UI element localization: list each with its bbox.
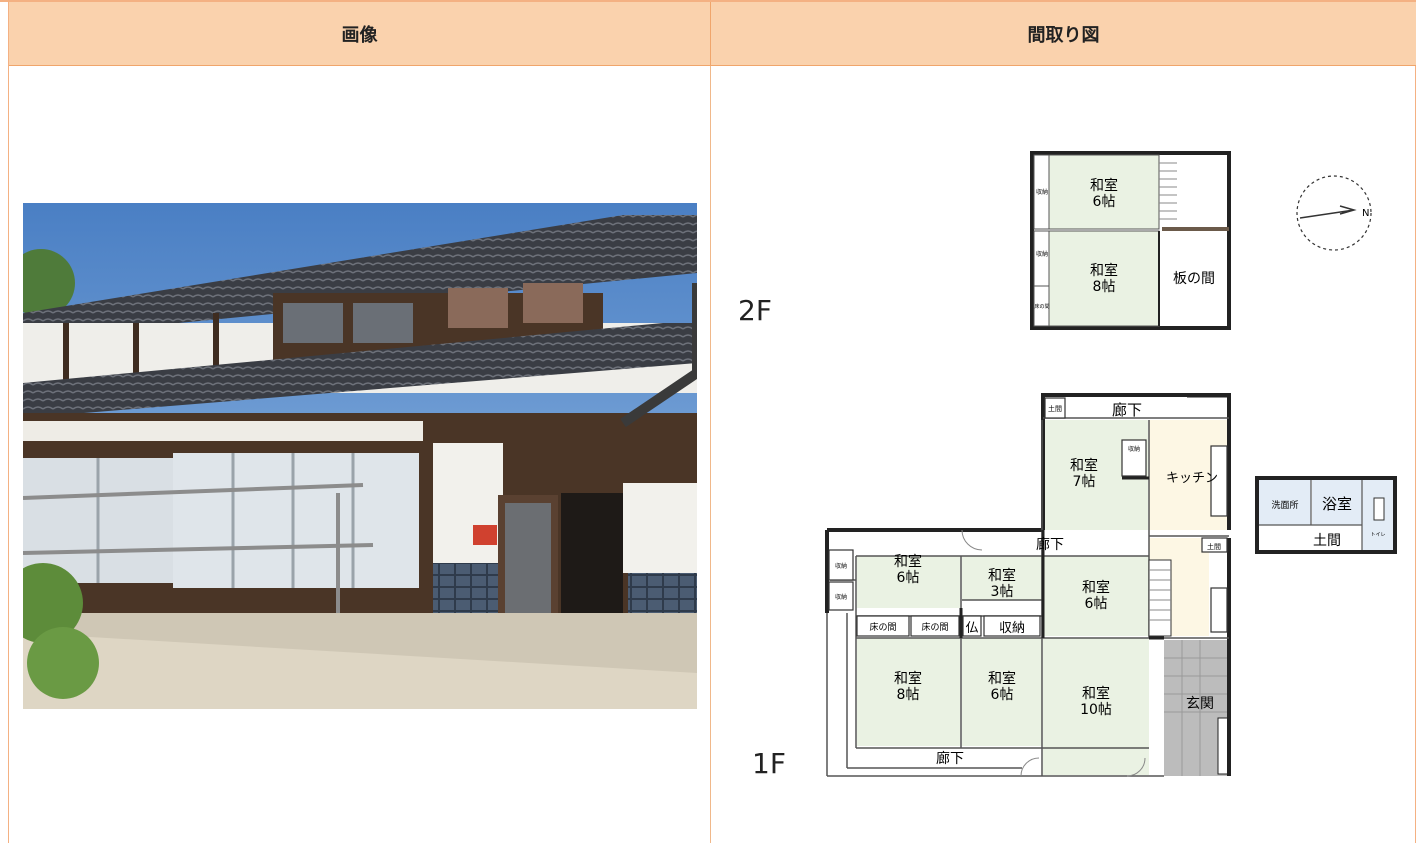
floor2-room-name: 和室	[1090, 177, 1118, 194]
column-divider	[710, 66, 711, 843]
floor1-doma-label: 土間	[1207, 542, 1221, 551]
floor1-doma-label: 土間	[1048, 404, 1062, 413]
floor1-room-size: 6帖	[1085, 596, 1108, 612]
annex-toilet-label: トイレ	[1370, 532, 1385, 538]
floor2-storage-label: 収納	[1036, 188, 1048, 196]
floor1-room-name: 和室	[1082, 685, 1110, 702]
image-column-header: 画像	[9, 2, 710, 66]
floor1-room-size: 8帖	[897, 687, 920, 703]
floor1-entrance-label: 玄関	[1186, 695, 1214, 712]
floor1-room-size: 3帖	[991, 584, 1014, 600]
floor1-storage-label: 収納	[1128, 445, 1140, 453]
floor1-label: 1F	[752, 747, 786, 780]
floor1-room-name: 和室	[988, 567, 1016, 584]
property-table: 画像 間取り図	[8, 2, 1416, 843]
floor1-alcove-label: 床の間	[869, 621, 896, 633]
floorplan-column-header: 間取り図	[710, 2, 1416, 66]
floor2-room-name: 和室	[1090, 262, 1118, 279]
annex-doma-label: 土間	[1313, 533, 1341, 549]
top-border	[0, 0, 1416, 2]
floor2-room-size: 8帖	[1093, 279, 1116, 295]
floor-plan: 2F 和室 6帖 和室 8帖 板の間 収納 収納 床の間	[722, 68, 1416, 843]
annex-bath-label: 浴室	[1322, 495, 1352, 513]
floor1-room-size: 10帖	[1080, 702, 1112, 718]
floor2-storage-label: 収納	[1036, 250, 1048, 258]
floor1-room-name: 和室	[1082, 579, 1110, 596]
compass-icon: N	[1296, 175, 1372, 251]
floor1-kitchen-label: キッチン	[1166, 471, 1218, 486]
floor1-storage-label: 収納	[999, 621, 1025, 636]
floor1-corridor-label: 廊下	[1036, 536, 1064, 553]
floor1-room-size: 7帖	[1073, 474, 1096, 490]
floor1-room-size: 6帖	[991, 687, 1014, 703]
floor1-altar-label: 仏	[965, 621, 978, 636]
floor2-room-size: 6帖	[1093, 194, 1116, 210]
house-photo	[23, 203, 697, 709]
floor2-alcove-label: 床の間	[1034, 303, 1049, 310]
floor1-corridor-label: 廊下	[1112, 401, 1142, 419]
annex-washroom-label: 洗面所	[1271, 499, 1298, 511]
floor1-room-name: 和室	[894, 670, 922, 687]
floor1-room-name: 和室	[894, 553, 922, 570]
floor2-room-name: 板の間	[1173, 271, 1215, 287]
floor2-label: 2F	[738, 294, 772, 327]
floor1-room-name: 和室	[1070, 457, 1098, 474]
floor1-room-name: 和室	[988, 670, 1016, 687]
floor1-corridor-label: 廊下	[936, 750, 964, 767]
floor1-room-size: 6帖	[897, 570, 920, 586]
compass-north-label: N	[1362, 208, 1369, 219]
floor1-storage-label: 収納	[835, 562, 847, 570]
floor1-storage-label: 収納	[835, 593, 847, 601]
floor1-alcove-label: 床の間	[921, 621, 948, 633]
